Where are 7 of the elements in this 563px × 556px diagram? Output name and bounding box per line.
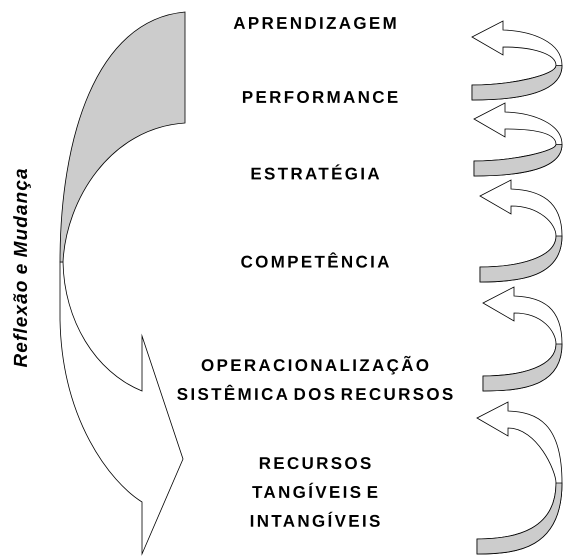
- level-label: ESTRATÉGIA: [252, 164, 380, 180]
- level-label: PERFORMANCE: [242, 91, 398, 103]
- level-label: OPERACIONALIZAÇÃO SISTÊMICA DOS RECURSOS: [177, 356, 453, 400]
- level-label: RECURSOS TANGÍVEIS E INTANGÍVEIS: [250, 457, 380, 527]
- side-label: Reflexão e Mudança: [13, 169, 31, 368]
- level-label: APRENDIZAGEM: [234, 17, 396, 29]
- level-label: COMPETÊNCIA: [241, 252, 389, 268]
